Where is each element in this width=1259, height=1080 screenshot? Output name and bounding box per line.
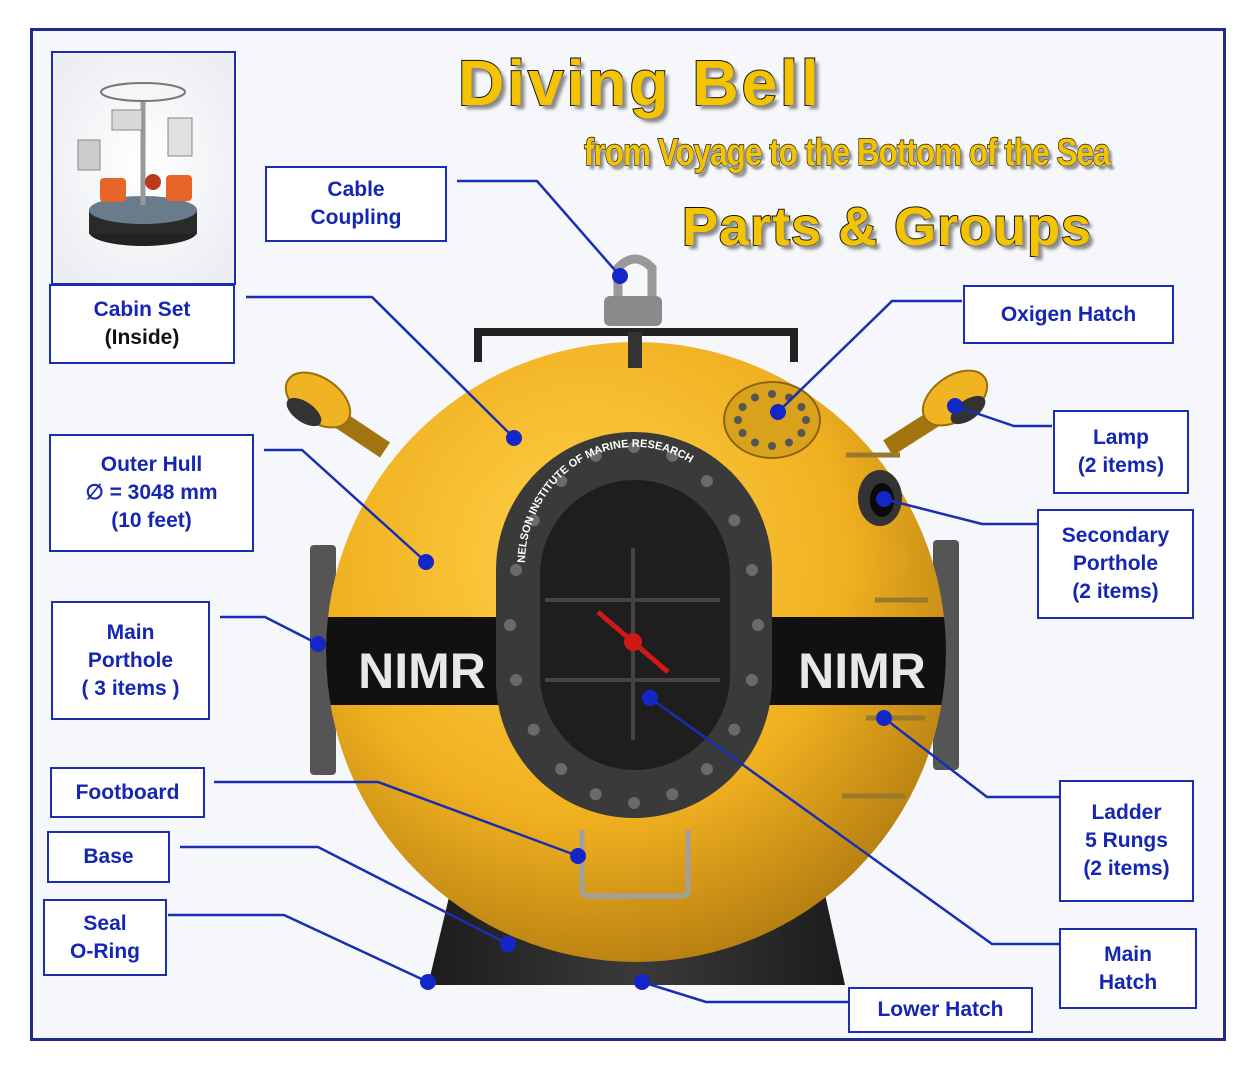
label-line: Cable <box>327 178 385 201</box>
label-footboard: Footboard <box>50 767 205 818</box>
label-line: Footboard <box>75 780 180 804</box>
bolt <box>797 403 806 411</box>
label-outer-hull: Outer Hull ∅ = 3048 mm (10 feet) <box>49 434 254 552</box>
label-line: (2 items) <box>1072 580 1159 603</box>
bolt <box>700 763 713 776</box>
bolt <box>745 563 758 576</box>
label-line: ∅ = 3048 mm <box>85 481 218 504</box>
label-lamp: Lamp (2 items) <box>1053 410 1189 494</box>
bolt <box>768 390 776 398</box>
band-text-left: NIMR <box>358 643 486 699</box>
footboard <box>579 830 691 899</box>
label-line: Oxigen Hatch <box>1000 302 1137 326</box>
title-main: Diving Bell <box>457 46 822 120</box>
bolt <box>589 449 602 462</box>
bolt <box>728 514 741 527</box>
bolt <box>797 429 806 437</box>
label-base: Base <box>47 831 170 883</box>
leader-lines <box>168 179 1059 1004</box>
main-porthole-left <box>310 545 336 775</box>
main-hatch-bolts <box>504 441 764 809</box>
label-line: (2 items) <box>1083 857 1170 880</box>
title-section: Parts & Groups <box>681 196 1093 258</box>
cabin-set-inset-image <box>51 51 236 285</box>
label-line: Secondary <box>1061 524 1170 547</box>
title-subtitle: from Voyage to the Bottom of the Sea <box>583 131 1111 175</box>
label-line: Seal <box>83 911 127 935</box>
label-line: Lower Hatch <box>877 998 1004 1021</box>
label-ladder: Ladder 5 Rungs (2 items) <box>1059 780 1194 902</box>
label-line: Cabin Set <box>93 298 191 321</box>
bolt <box>504 619 516 631</box>
bolt <box>734 416 742 424</box>
oxigen-hatch-plate <box>723 381 821 459</box>
label-cabin-set: Cabin Set (Inside) <box>49 284 235 364</box>
leader-dots <box>310 268 963 990</box>
main-hatch <box>496 432 772 818</box>
label-line: O-Ring <box>70 939 140 963</box>
bolt <box>751 438 759 447</box>
label-line: ( 3 items ) <box>81 676 180 700</box>
bolt <box>527 514 540 527</box>
bolt <box>666 788 679 801</box>
label-oxigen-hatch: Oxigen Hatch <box>963 285 1174 344</box>
bolt <box>728 723 741 736</box>
bolt <box>628 441 640 453</box>
label-line: Hatch <box>1098 970 1158 994</box>
label-line: Outer Hull <box>100 453 203 476</box>
label-line: Main <box>106 620 155 644</box>
bolt <box>700 474 713 487</box>
lamp-left <box>284 371 390 458</box>
label-line: (2 items) <box>1077 454 1165 477</box>
band-text-right: NIMR <box>798 643 926 699</box>
ladder-rungs <box>842 452 928 799</box>
label-main-porthole: Main Porthole ( 3 items ) <box>51 601 210 720</box>
label-cable-coupling: Cable Coupling <box>265 166 447 242</box>
bolt <box>527 723 540 736</box>
bolt <box>510 563 523 576</box>
label-seal-oring: Seal O-Ring <box>43 899 167 976</box>
bolt <box>751 393 759 402</box>
label-secondary-porthole: Secondary Porthole (2 items) <box>1037 509 1194 619</box>
bolt <box>768 442 776 450</box>
label-line: Porthole <box>87 648 174 672</box>
bolt <box>589 788 602 801</box>
label-line: (10 feet) <box>111 509 192 532</box>
label-line: Porthole <box>1072 552 1159 575</box>
label-line: Lamp <box>1092 426 1149 449</box>
label-line: Main <box>1104 942 1152 966</box>
bolt <box>666 449 679 462</box>
bolt <box>785 438 793 447</box>
bolt <box>738 429 747 437</box>
bolt <box>555 474 568 487</box>
bolt <box>802 416 810 424</box>
label-line: 5 Rungs <box>1085 829 1168 852</box>
label-line: (Inside) <box>104 326 180 349</box>
cable-coupling-assembly <box>474 254 798 368</box>
bolt <box>752 619 764 631</box>
bolt <box>555 763 568 776</box>
label-line: Base <box>83 845 134 868</box>
label-line: Coupling <box>310 206 402 229</box>
bolt <box>510 674 523 687</box>
bolt <box>745 674 758 687</box>
bolt <box>738 403 747 411</box>
label-line: Ladder <box>1091 801 1162 824</box>
label-main-hatch: Main Hatch <box>1059 928 1197 1009</box>
oxigen-hatch-bolts <box>734 390 810 450</box>
label-lower-hatch: Lower Hatch <box>848 987 1033 1033</box>
bolt <box>628 797 640 809</box>
lamp-right <box>883 369 989 456</box>
